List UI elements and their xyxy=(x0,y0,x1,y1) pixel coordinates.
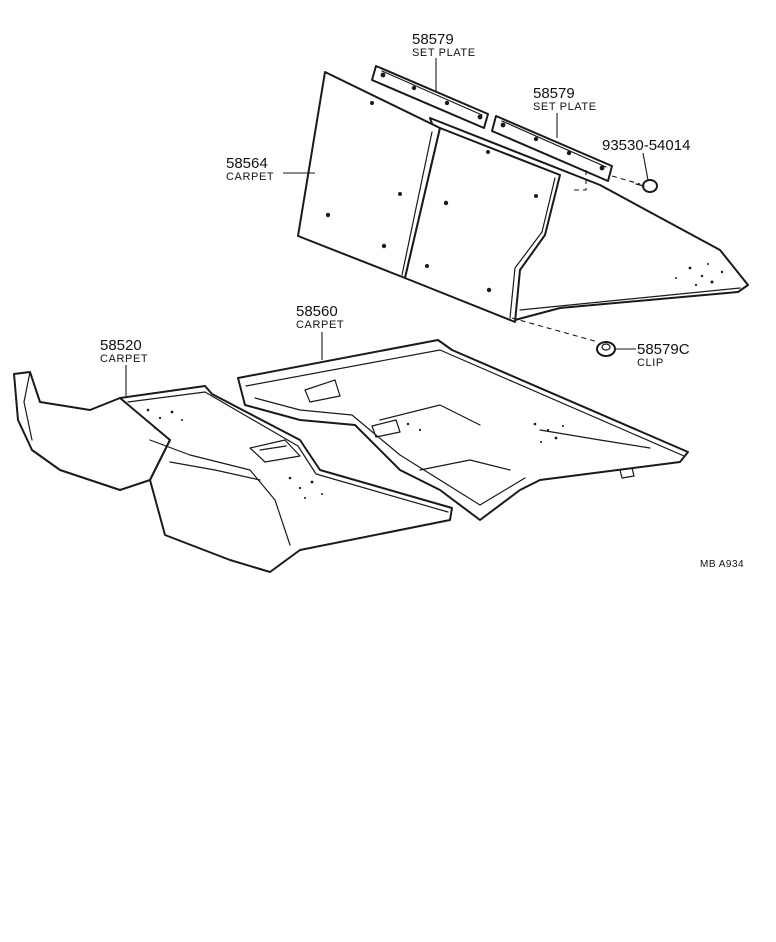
leader-lines xyxy=(125,58,649,396)
callout-number: 93530-54014 xyxy=(602,137,690,154)
bolt-part xyxy=(572,170,658,193)
callout-number: 58564 xyxy=(226,155,268,172)
rear-carpet-58564 xyxy=(297,71,749,323)
callout-description: SET PLATE xyxy=(412,47,476,59)
callout-set-plate-right: 58579 SET PLATE xyxy=(533,85,597,113)
callout-description: CARPET xyxy=(100,353,148,365)
callout-number: 58579 xyxy=(412,31,454,48)
callout-carpet-center: 58560 CARPET xyxy=(296,303,344,331)
callout-number: 58579C xyxy=(637,341,690,358)
callout-description: SET PLATE xyxy=(533,101,597,113)
callout-description: CARPET xyxy=(226,171,274,183)
callout-description: CARPET xyxy=(296,319,344,331)
callout-number: 58560 xyxy=(296,303,338,320)
set-plate-right-part xyxy=(491,115,613,182)
callout-description: CLIP xyxy=(637,357,664,369)
clip-part xyxy=(511,317,616,357)
callout-carpet-front: 58520 CARPET xyxy=(100,337,148,365)
callout-set-plate-left: 58579 SET PLATE xyxy=(412,31,476,59)
diagram-code: MB A934 xyxy=(700,559,744,570)
front-carpet-58520 xyxy=(13,371,453,573)
callout-bolt: 93530-54014 xyxy=(602,137,690,154)
callout-number: 58579 xyxy=(533,85,575,102)
callout-number: 58520 xyxy=(100,337,142,354)
center-carpet-58560 xyxy=(237,339,689,521)
callout-clip: 58579C CLIP xyxy=(637,341,690,369)
callout-carpet-rear: 58564 CARPET xyxy=(226,155,274,183)
set-plate-left-part xyxy=(371,65,489,129)
